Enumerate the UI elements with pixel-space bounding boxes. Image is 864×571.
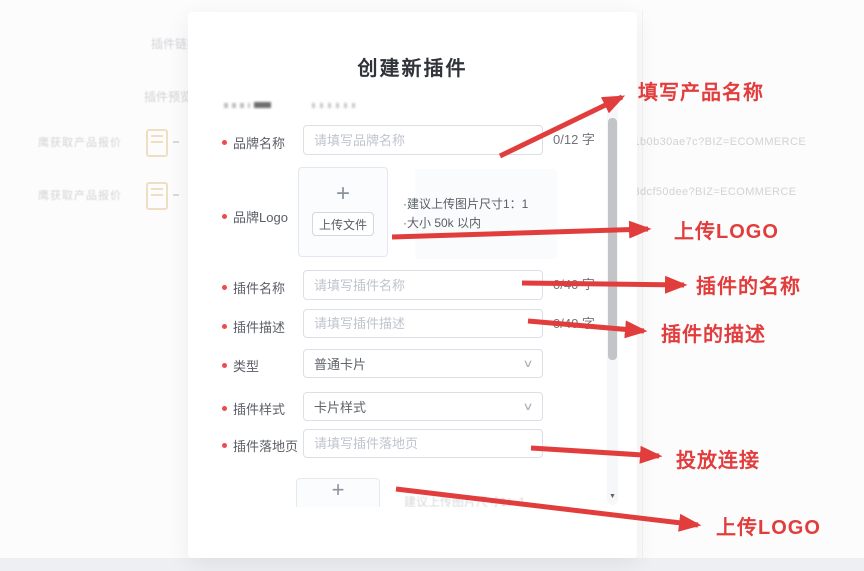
- landing-page-input[interactable]: [303, 429, 543, 458]
- background-dash: [173, 194, 179, 196]
- bottom-upload-tip: 建议上传图片尺寸1：1: [404, 495, 526, 507]
- brand-name-counter: 0/12 字: [553, 132, 595, 147]
- upload-tips-panel: [415, 169, 557, 259]
- scroll-up-icon[interactable]: ▲: [609, 97, 616, 104]
- cropped-field-remnant: [224, 103, 250, 108]
- modal-scrollbar[interactable]: ▲ ▼: [607, 95, 618, 505]
- background-list-item-label: 鹰获取产品报价: [38, 137, 122, 149]
- background-list-item-label: 鹰获取产品报价: [38, 190, 122, 202]
- annotation-upload-logo: 上传LOGO: [674, 221, 779, 243]
- scrollbar-thumb[interactable]: [608, 118, 617, 360]
- annotation-upload-logo-bottom: 上传LOGO: [716, 517, 821, 539]
- type-label: 类型: [222, 356, 259, 375]
- document-icon: [146, 129, 168, 157]
- required-marker-icon: [222, 406, 227, 411]
- plugin-style-select-value: 卡片样式: [314, 400, 367, 415]
- background-nav-plugin-link: 插件链接: [151, 37, 200, 51]
- annotation-plugin-description: 插件的描述: [661, 324, 766, 346]
- plugin-name-label: 插件名称: [222, 278, 285, 297]
- type-select[interactable]: 普通卡片 ∨: [303, 349, 543, 378]
- plugin-name-counter: 0/40 字: [553, 277, 595, 292]
- cropped-field-remnant: [312, 103, 360, 108]
- bottom-upload-dropzone[interactable]: +: [296, 478, 380, 507]
- chevron-down-icon: ∨: [522, 401, 534, 413]
- required-marker-icon: [222, 140, 227, 145]
- annotation-plugin-name: 插件的名称: [696, 276, 801, 298]
- plugin-style-select[interactable]: 卡片样式 ∨: [303, 392, 543, 421]
- plugin-style-label: 插件样式: [222, 399, 285, 418]
- background-url-text: 13dcf50dee?BIZ=ECOMMERCE: [627, 186, 797, 198]
- cropped-field-remnant: [254, 102, 271, 108]
- annotation-fill-product-name: 填写产品名称: [638, 82, 764, 104]
- background-url-text: 01b0b30ae7c?BIZ=ECOMMERCE: [627, 136, 807, 148]
- upload-tips: ·建议上传图片尺寸1：1 ·大小 50k 以内: [403, 195, 528, 233]
- background-nav-plugin-preview: 插件预览: [144, 90, 193, 104]
- plugin-name-input[interactable]: [303, 270, 543, 300]
- modal-title: 创建新插件: [357, 58, 468, 80]
- plus-icon: +: [335, 180, 350, 207]
- plugin-description-counter: 0/40 字: [553, 316, 595, 331]
- brand-logo-upload-dropzone[interactable]: + 上传文件: [298, 167, 388, 257]
- scroll-down-icon[interactable]: ▼: [609, 493, 616, 500]
- required-marker-icon: [222, 363, 227, 368]
- document-icon: [146, 182, 168, 210]
- landing-page-label: 插件落地页: [222, 436, 298, 455]
- brand-name-label: 品牌名称: [222, 133, 285, 152]
- required-marker-icon: [222, 285, 227, 290]
- create-plugin-modal: 创建新插件 品牌名称 0/12 字 品牌Logo + 上传文件 ·建议上传图片尺…: [188, 12, 637, 558]
- page-bottom-strip: [0, 558, 864, 571]
- upload-file-button[interactable]: 上传文件: [312, 212, 374, 236]
- upload-tip-size-ratio: ·建议上传图片尺寸1：1: [403, 197, 529, 211]
- plugin-description-input[interactable]: [303, 309, 543, 338]
- required-marker-icon: [222, 443, 227, 448]
- plus-icon: +: [331, 477, 345, 502]
- annotation-landing-link: 投放连接: [676, 450, 760, 472]
- upload-tip-file-size: ·大小 50k 以内: [403, 216, 482, 230]
- brand-name-input[interactable]: [303, 125, 543, 155]
- required-marker-icon: [222, 214, 227, 219]
- background-dash: [173, 141, 179, 143]
- chevron-down-icon: ∨: [522, 358, 534, 370]
- type-select-value: 普通卡片: [314, 357, 367, 372]
- plugin-description-label: 插件描述: [222, 317, 285, 336]
- required-marker-icon: [222, 324, 227, 329]
- scroll-clipped-row: + 建议上传图片尺寸1：1: [188, 476, 608, 507]
- brand-logo-label: 品牌Logo: [222, 207, 288, 226]
